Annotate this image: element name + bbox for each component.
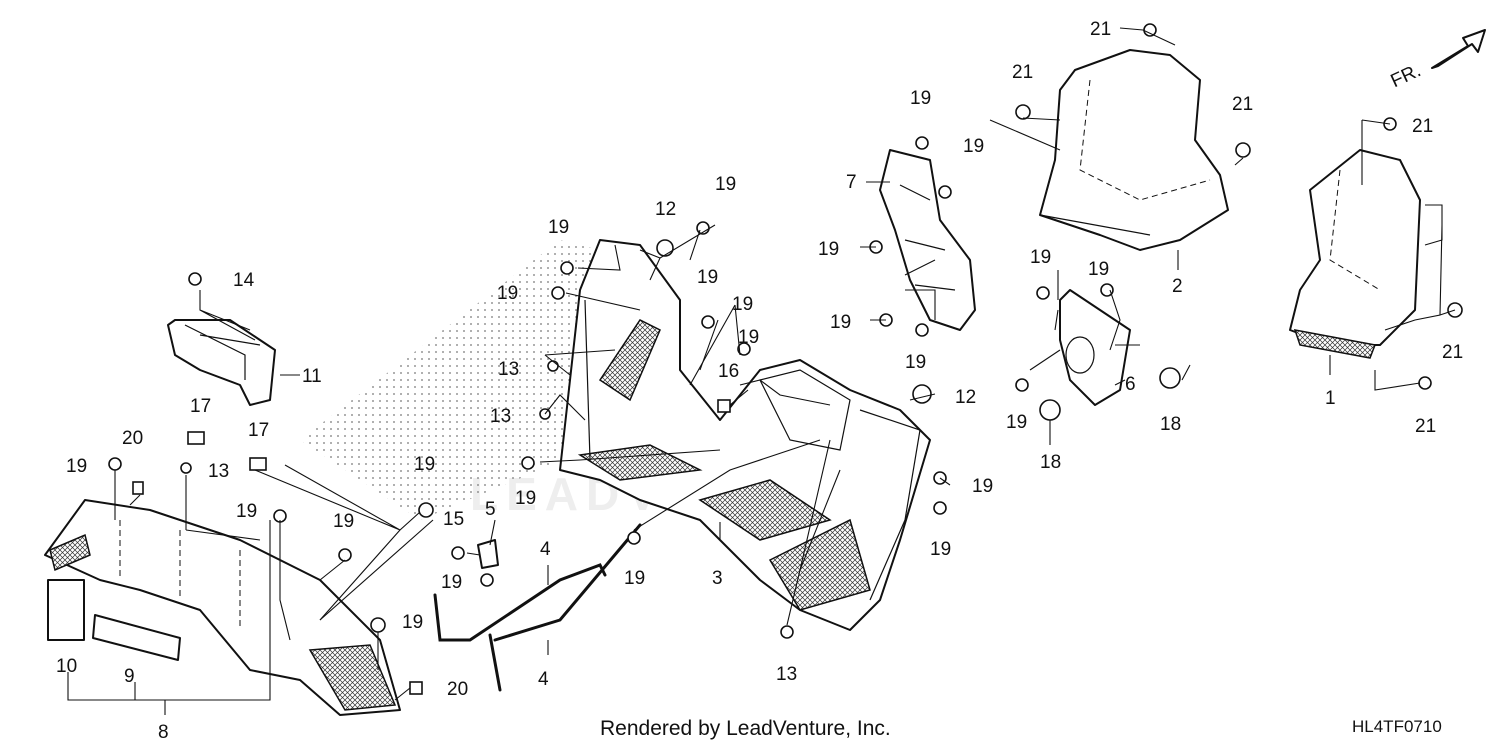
callout-13: 13 [208,461,229,482]
callout-21: 21 [1442,342,1463,363]
part-7-bracket [879,149,976,331]
callout-9: 9 [124,666,135,687]
callout-19: 19 [963,136,984,157]
callout-19: 19 [402,612,423,633]
callout-19: 19 [66,456,87,477]
callout-13: 13 [776,664,797,685]
callout-20: 20 [447,679,468,700]
callout-labels: 21 21 21 21 21 21 2 1 19 19 7 19 19 19 1… [56,19,1463,743]
callout-19: 19 [236,501,257,522]
leader-lines [67,27,1456,715]
direction-label: FR. [1388,60,1425,92]
callout-18: 18 [1160,414,1181,435]
diagram-code: HL4TF0710 [1352,717,1442,736]
part-8-lower-panel [44,499,401,716]
callout-19: 19 [905,352,926,373]
callout-17: 17 [190,396,211,417]
callout-12: 12 [655,199,676,220]
dotted-region [300,240,640,520]
callout-19: 19 [930,539,951,560]
callout-20: 20 [122,428,143,449]
callout-19: 19 [1006,412,1027,433]
callout-19: 19 [910,88,931,109]
callout-19: 19 [333,511,354,532]
part-6-bracket [1059,289,1131,406]
callout-5: 5 [485,499,496,520]
part-4-wire-lower [488,523,642,692]
callout-11: 11 [302,366,322,387]
callout-12: 12 [955,387,976,408]
callout-19: 19 [1088,259,1109,280]
callout-21: 21 [1232,94,1253,115]
callout-19: 19 [515,488,536,509]
callout-1: 1 [1325,388,1336,409]
callout-14: 14 [233,270,255,291]
callout-13: 13 [498,359,519,380]
callout-8: 8 [158,722,169,743]
callout-19: 19 [830,312,851,333]
callout-21: 21 [1090,19,1111,40]
part-2-rear-panel [1039,49,1229,251]
callout-7: 7 [846,172,857,193]
callout-16: 16 [718,361,739,382]
callout-4: 4 [540,539,551,560]
callout-19: 19 [1030,247,1051,268]
callout-19: 19 [441,572,462,593]
part-5-bracket [477,539,499,569]
footer-credit: Rendered by LeadVenture, Inc. [600,717,891,740]
callout-19: 19 [414,454,435,475]
callout-10: 10 [56,656,77,677]
callout-21: 21 [1415,416,1436,437]
part-3-floor-tub [559,239,931,631]
front-direction-arrow: FR. [1388,29,1486,92]
callout-15: 15 [443,509,464,530]
callout-19: 19 [738,327,759,348]
callout-21: 21 [1012,62,1033,83]
callout-19: 19 [548,217,569,238]
callout-6: 6 [1125,374,1136,395]
callout-21: 21 [1412,116,1433,137]
callout-4: 4 [538,669,549,690]
callout-19: 19 [732,294,753,315]
callout-19: 19 [624,568,645,589]
part-1-side-panel [1289,149,1421,359]
callout-19: 19 [697,267,718,288]
callout-17: 17 [248,420,269,441]
callout-19: 19 [497,283,518,304]
callout-13: 13 [490,406,511,427]
callout-19: 19 [715,174,736,195]
callout-19: 19 [818,239,839,260]
part-11-tray [167,319,276,406]
part-4-wire-upper [433,563,607,642]
callout-3: 3 [712,568,723,589]
fasteners [108,23,1463,695]
callout-2: 2 [1172,276,1183,297]
callout-18: 18 [1040,452,1061,473]
callout-19: 19 [972,476,993,497]
